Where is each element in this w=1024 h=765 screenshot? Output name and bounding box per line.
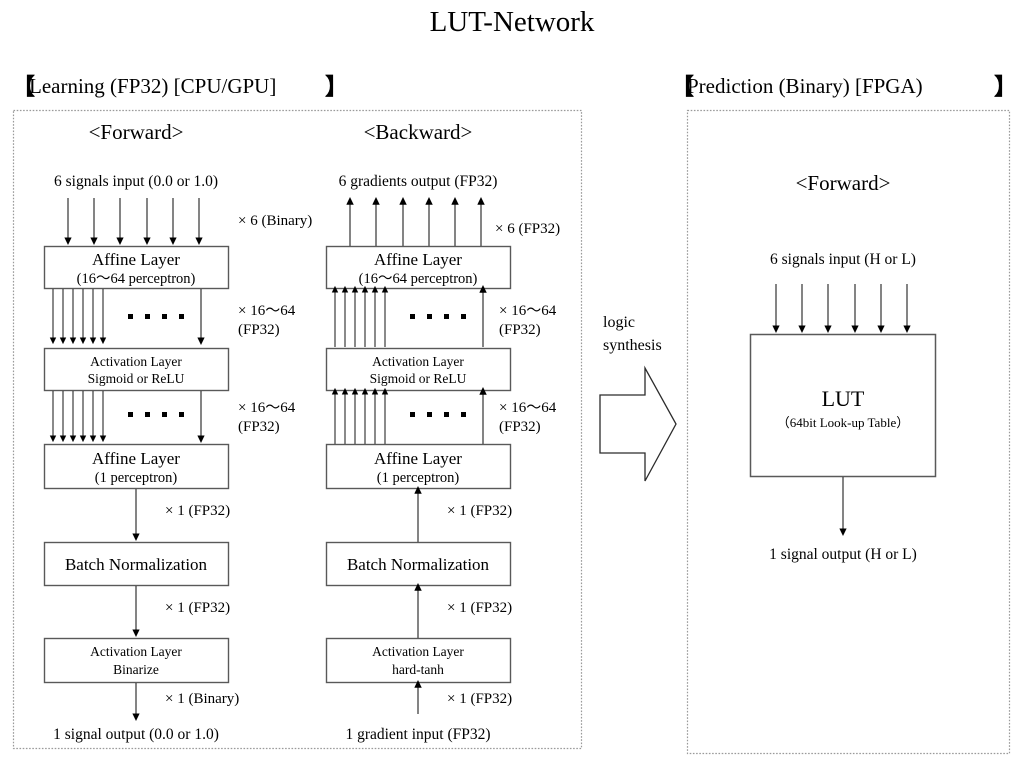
forward-column: <Forward> 6 signals input (0.0 or 1.0) ×… [43, 120, 312, 743]
prediction-box-lut-line1: LUT [822, 386, 865, 411]
forward-edge-mult-2b: (FP32) [238, 419, 280, 435]
backward-box-batchnorm-line1: Batch Normalization [347, 555, 490, 574]
logic-synthesis-arrow-icon [599, 365, 677, 482]
forward-box-affine-1-line1: Affine Layer [92, 250, 180, 269]
prediction-panel-header: 【 Prediction (Binary) [FPGA) 】 [671, 74, 1017, 99]
backward-bundle-2 [331, 387, 487, 444]
forward-box-affine-2-line2: (1 perceptron) [95, 470, 178, 486]
logic-synthesis-label-line2: synthesis [603, 337, 662, 354]
prediction-panel-border [686, 109, 1011, 755]
prediction-column: <Forward> 6 signals input (H or L) LUT （… [749, 171, 937, 563]
forward-box-affine-2 [43, 443, 230, 490]
prediction-input-label: 6 signals input (H or L) [770, 251, 916, 268]
page-title: LUT-Network [430, 6, 595, 38]
backward-edge-mult-2b: (FP32) [499, 419, 541, 435]
backward-edge-mult-0: × 6 (FP32) [495, 221, 560, 237]
logic-synthesis-label-line1: logic [603, 314, 635, 331]
logic-synthesis-transition: logic synthesis [599, 314, 677, 482]
backward-box-activation-2 [325, 637, 512, 684]
backward-edge-mult-1b: (FP32) [499, 322, 541, 338]
learning-panel-border [12, 109, 583, 750]
backward-output-label: 6 gradients output (FP32) [339, 173, 498, 190]
forward-box-activation-1-line2: Sigmoid or ReLU [88, 371, 185, 386]
forward-box-activation-1 [43, 347, 230, 392]
backward-edge-mult-5: × 1 (FP32) [447, 691, 512, 707]
learning-header-text: Learning (FP32) [CPU/GPU] [29, 74, 276, 98]
learning-panel-header: 【 Learning (FP32) [CPU/GPU] 】 [12, 74, 348, 99]
prediction-header-text: Prediction (Binary) [FPGA) [687, 74, 923, 98]
backward-box-affine-1 [325, 245, 512, 290]
forward-box-batchnorm [43, 541, 230, 587]
forward-box-activation-2-line2: Binarize [113, 662, 159, 677]
forward-input-label: 6 signals input (0.0 or 1.0) [54, 173, 218, 190]
backward-box-affine-2 [325, 443, 512, 490]
forward-box-activation-2 [43, 637, 230, 684]
forward-bundle-1 [49, 289, 205, 345]
backward-box-activation-1-line1: Activation Layer [372, 354, 464, 369]
forward-heading: <Forward> [89, 120, 184, 144]
forward-edge-mult-3: × 1 (FP32) [165, 503, 230, 519]
prediction-output-label: 1 signal output (H or L) [769, 546, 917, 563]
backward-input-label: 1 gradient input (FP32) [345, 726, 490, 743]
bracket-open-left: 【 [12, 74, 35, 99]
forward-bundle-2 [49, 391, 205, 443]
backward-box-activation-2-line2: hard-tanh [392, 662, 444, 677]
forward-edge-mult-4: × 1 (FP32) [165, 600, 230, 616]
prediction-box-lut-line2: （64bit Look-up Table） [777, 415, 909, 430]
backward-box-activation-2-line1: Activation Layer [372, 644, 464, 659]
forward-box-activation-2-line1: Activation Layer [90, 644, 182, 659]
forward-box-affine-1 [43, 245, 230, 290]
backward-output-arrows [346, 197, 485, 246]
backward-edge-mult-3: × 1 (FP32) [447, 503, 512, 519]
prediction-box-lut [749, 333, 937, 478]
prediction-input-arrows [772, 284, 911, 333]
backward-column: <Backward> 6 gradients output (FP32) × 6… [325, 120, 560, 743]
forward-box-activation-1-line1: Activation Layer [90, 354, 182, 369]
forward-edge-mult-1b: (FP32) [238, 322, 280, 338]
backward-edge-mult-4: × 1 (FP32) [447, 600, 512, 616]
forward-output-label: 1 signal output (0.0 or 1.0) [53, 726, 219, 743]
forward-edge-mult-5: × 1 (Binary) [165, 691, 239, 707]
forward-edge-mult-1: × 16～64 [238, 303, 296, 319]
forward-edge-mult-0: × 6 (Binary) [238, 213, 312, 229]
backward-edge-mult-1: × 16～64 [499, 303, 557, 319]
forward-edge-mult-2: × 16～64 [238, 400, 296, 416]
backward-bundle-1 [331, 285, 487, 347]
forward-box-batchnorm-line1: Batch Normalization [65, 555, 208, 574]
forward-input-arrows [64, 198, 203, 245]
backward-box-activation-1 [325, 347, 512, 392]
backward-box-affine-2-line1: Affine Layer [374, 449, 462, 468]
forward-box-affine-2-line1: Affine Layer [92, 449, 180, 468]
backward-heading: <Backward> [364, 120, 473, 144]
backward-box-affine-1-line2: (16～64 perceptron) [359, 271, 478, 287]
backward-box-activation-1-line2: Sigmoid or ReLU [370, 371, 467, 386]
prediction-heading: <Forward> [796, 171, 891, 195]
backward-box-affine-2-line2: (1 perceptron) [377, 470, 460, 486]
bracket-open-right: 【 [671, 74, 694, 99]
backward-edge-mult-2: × 16～64 [499, 400, 557, 416]
bracket-close-left: 】 [325, 74, 348, 99]
forward-box-affine-1-line2: (16～64 perceptron) [77, 271, 196, 287]
bracket-close-right: 】 [994, 74, 1017, 99]
backward-box-affine-1-line1: Affine Layer [374, 250, 462, 269]
